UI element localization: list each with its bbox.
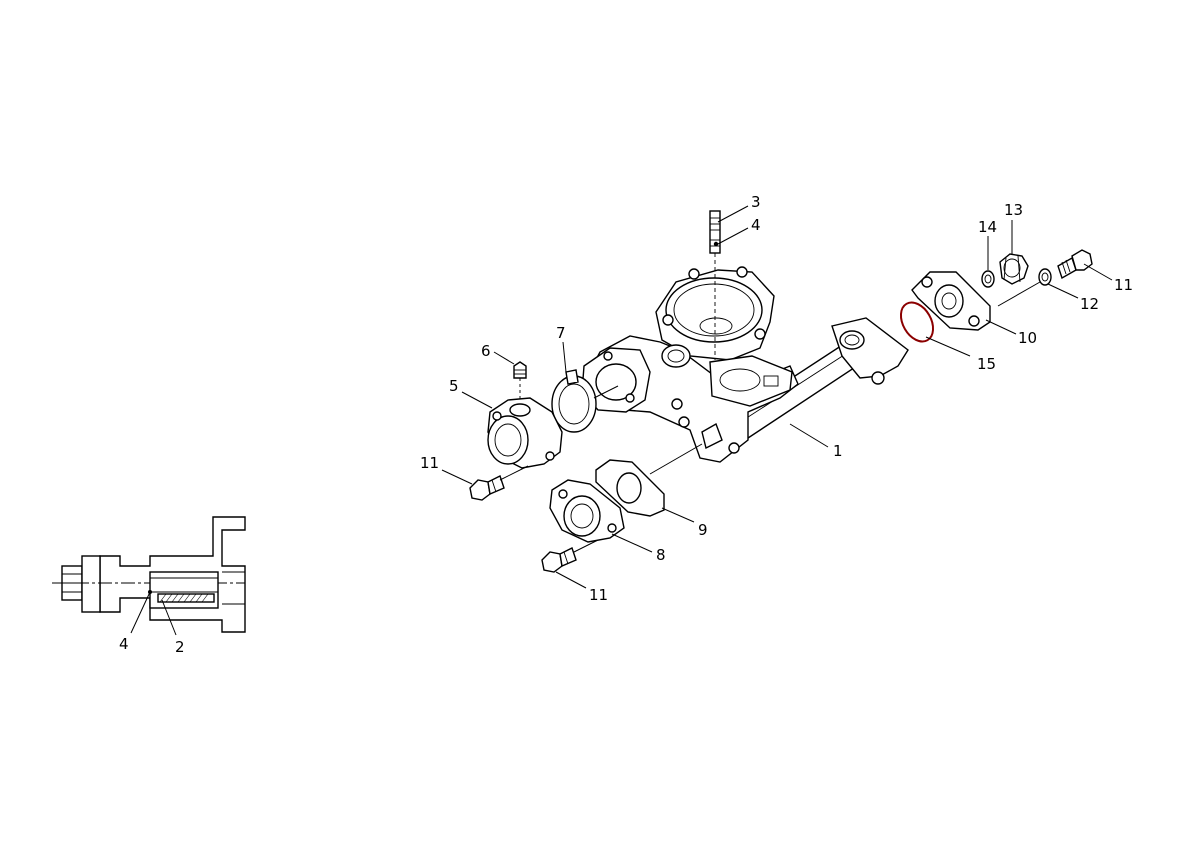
nut-part-13: [999, 253, 1029, 285]
gasket-part-7: [551, 369, 597, 433]
callout-15: 15: [977, 355, 996, 373]
callout-4-inset: 4: [119, 635, 129, 653]
section-detail-inset: 4 2: [52, 516, 246, 656]
bolt-part-11-bottom: [541, 547, 577, 573]
callout-10: 10: [1018, 329, 1037, 347]
callout-6: 6: [481, 342, 491, 360]
grease-nipple-part-6: [513, 361, 527, 404]
flange-connector-part-5: [487, 397, 563, 469]
callout-4: 4: [751, 216, 761, 234]
callout-11-right: 11: [1114, 276, 1133, 294]
flange-plate-part-10: [911, 271, 991, 331]
callout-8: 8: [656, 546, 666, 564]
callout-13: 13: [1004, 201, 1023, 219]
gasket-part-9: [595, 459, 665, 517]
callout-11-left: 11: [420, 454, 439, 472]
stud-part-3: [709, 210, 721, 360]
bolt-part-11-left: [469, 475, 505, 501]
flange-connector-part-8: [549, 479, 625, 543]
callout-5-label: 5: [449, 377, 459, 395]
callout-7: 7: [556, 324, 566, 342]
callout-14: 14: [978, 218, 997, 236]
washer-part-12: [1038, 268, 1052, 286]
manifold-body-part-1: [581, 266, 909, 463]
washer-part-14: [981, 270, 995, 288]
callout-1: 1: [833, 442, 843, 460]
callout-12: 12: [1080, 295, 1099, 313]
callout-3: 3: [751, 193, 761, 211]
callout-2-inset: 2: [175, 638, 185, 656]
o-ring-part-15: [899, 301, 935, 343]
bolt-part-11-right: [1057, 249, 1093, 280]
callout-9: 9: [698, 521, 708, 539]
callout-11-bottom: 11: [589, 586, 608, 604]
